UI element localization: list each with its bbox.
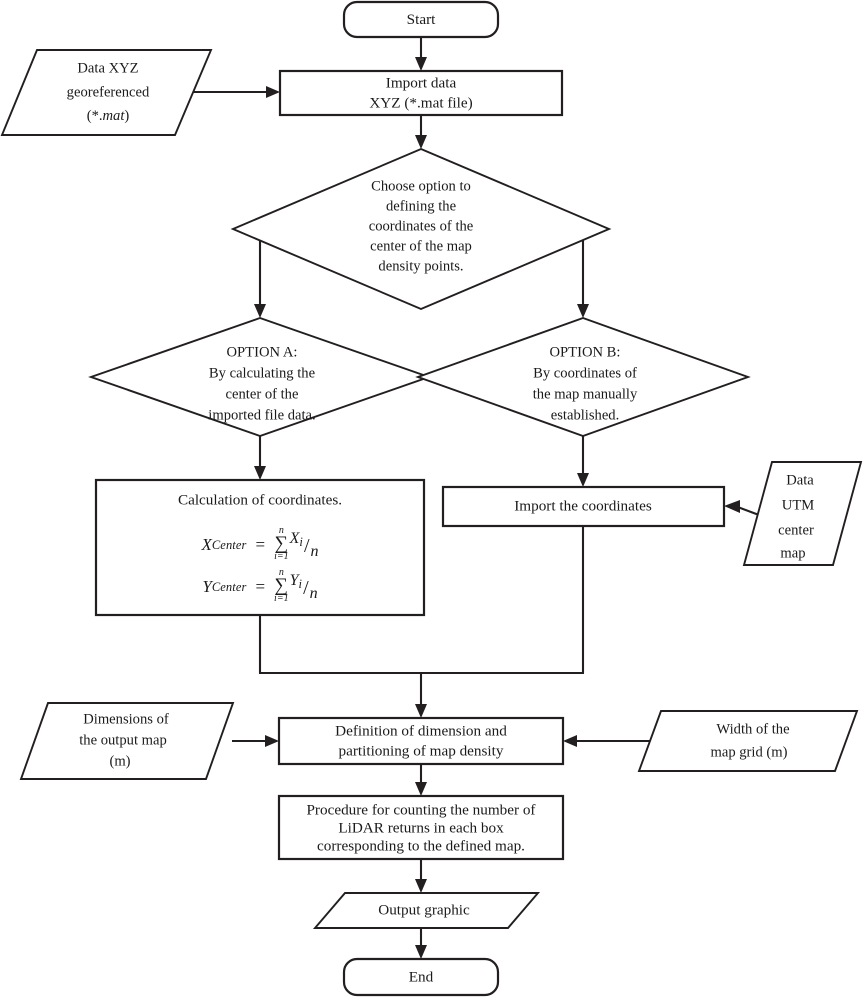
arrowhead-end-top <box>415 945 427 959</box>
arrowhead-option-b-top <box>577 304 589 318</box>
arrowhead-output-graphic-top <box>415 879 427 893</box>
calculation-title: Calculation of coordinates. <box>178 491 342 508</box>
option-b-line-1: OPTION B: <box>550 344 621 360</box>
dimensions-output-line-1: Dimensions of <box>83 711 169 727</box>
procedure-counting-line-2: LiDAR returns in each box <box>338 819 504 836</box>
choose-option-line-4: center of the map <box>370 238 472 254</box>
procedure-counting-line-1: Procedure for counting the number of <box>306 801 536 818</box>
node-data-utm[interactable]: Data UTM center map <box>742 461 863 566</box>
data-utm-line-3: center <box>778 522 814 538</box>
dimensions-output-line-2: the output map <box>79 732 167 748</box>
arrowhead-definition-top <box>415 704 427 718</box>
import-data-line-1: Import data <box>386 74 457 91</box>
choose-option-line-3: coordinates of the <box>369 218 474 234</box>
node-import-data[interactable]: Import data XYZ (*.mat file) <box>278 69 564 117</box>
choose-option-line-5: density points. <box>378 258 463 274</box>
width-grid-line-1: Width of the <box>716 721 789 737</box>
calculation-shape <box>94 478 426 617</box>
import-data-line-2: XYZ (*.mat file) <box>369 94 472 111</box>
definition-dimension-line-2: partitioning of map density <box>339 742 504 759</box>
data-xyz-line-3: (*.mat) <box>87 108 130 124</box>
dimensions-output-shape <box>19 702 235 780</box>
arrowhead-procedure-top <box>415 782 427 796</box>
node-option-a[interactable]: OPTION A: By calculating the center of t… <box>88 316 432 438</box>
arrowhead-import-data-top <box>415 57 427 71</box>
start-label: Start <box>407 11 436 28</box>
node-dimensions-output[interactable]: Dimensions of the output map (m) <box>19 702 235 780</box>
arrowhead-import-coords-right <box>724 500 740 513</box>
node-definition-dimension[interactable]: Definition of dimension and partitioning… <box>277 716 565 766</box>
arrowhead-option-a-top <box>254 304 266 318</box>
data-xyz-line-3-prefix: (*. <box>87 108 103 124</box>
option-a-line-1: OPTION A: <box>227 344 298 360</box>
option-b-line-2: By coordinates of <box>533 365 637 381</box>
arrowhead-import-data-left <box>266 86 280 98</box>
option-a-line-2: By calculating the <box>209 365 315 381</box>
option-b-line-3: the map manually <box>533 386 638 402</box>
arrowhead-definition-right <box>563 735 577 747</box>
option-a-line-3: center of the <box>226 386 299 402</box>
option-a-shape <box>88 316 432 438</box>
width-grid-shape <box>637 710 859 772</box>
data-utm-line-4: map <box>780 545 805 561</box>
data-xyz-line-2: georeferenced <box>67 84 150 100</box>
node-import-coordinates[interactable]: Import the coordinates <box>441 485 726 528</box>
choose-option-line-1: Choose option to <box>371 178 471 194</box>
start-shape <box>342 0 500 39</box>
node-choose-option[interactable]: Choose option to defining the coordinate… <box>230 147 612 311</box>
connectors-layer <box>157 37 760 959</box>
node-option-b[interactable]: OPTION B: By coordinates of the map manu… <box>415 316 751 438</box>
data-xyz-line-3-suffix: ) <box>124 108 129 124</box>
option-a-line-4: imported file data. <box>208 407 315 423</box>
arrowhead-definition-left <box>265 735 279 747</box>
width-grid-line-2: map grid (m) <box>710 744 787 760</box>
output-graphic-label: Output graphic <box>378 901 470 918</box>
data-utm-line-2: UTM <box>782 497 814 513</box>
definition-dimension-shape <box>277 716 565 766</box>
node-end[interactable]: End <box>342 957 500 997</box>
option-b-line-4: established. <box>551 407 620 423</box>
arrowhead-import-coords-top <box>577 473 589 487</box>
choose-option-shape <box>230 147 612 311</box>
output-graphic-shape <box>312 892 541 929</box>
import-data-shape <box>278 69 564 117</box>
node-data-xyz[interactable]: Data XYZ georeferenced (*.mat) <box>0 49 213 136</box>
data-xyz-shape <box>0 49 213 136</box>
data-xyz-line-3-italic: mat <box>103 108 126 124</box>
option-b-shape <box>415 316 751 438</box>
data-xyz-line-1: Data XYZ <box>77 60 138 76</box>
node-procedure-counting[interactable]: Procedure for counting the number of LiD… <box>277 794 565 861</box>
node-width-grid[interactable]: Width of the map grid (m) <box>637 710 859 772</box>
procedure-counting-line-3: corresponding to the defined map. <box>317 837 525 854</box>
data-utm-shape <box>742 461 863 566</box>
arrowhead-calculation-top <box>254 466 266 480</box>
node-output-graphic[interactable]: Output graphic <box>312 892 541 929</box>
definition-dimension-line-1: Definition of dimension and <box>335 722 507 739</box>
end-label: End <box>409 968 434 985</box>
node-calculation[interactable]: Calculation of coordinates. <box>94 478 426 617</box>
import-coordinates-shape <box>441 485 726 528</box>
data-utm-line-1: Data <box>786 472 814 488</box>
import-coordinates-label: Import the coordinates <box>514 497 652 514</box>
choose-option-line-2: defining the <box>386 198 456 214</box>
arrowhead-choose-option-top <box>415 135 427 149</box>
procedure-counting-shape <box>277 794 565 861</box>
dimensions-output-line-3: (m) <box>109 753 130 769</box>
node-start[interactable]: Start <box>342 0 500 39</box>
end-shape <box>342 957 500 997</box>
